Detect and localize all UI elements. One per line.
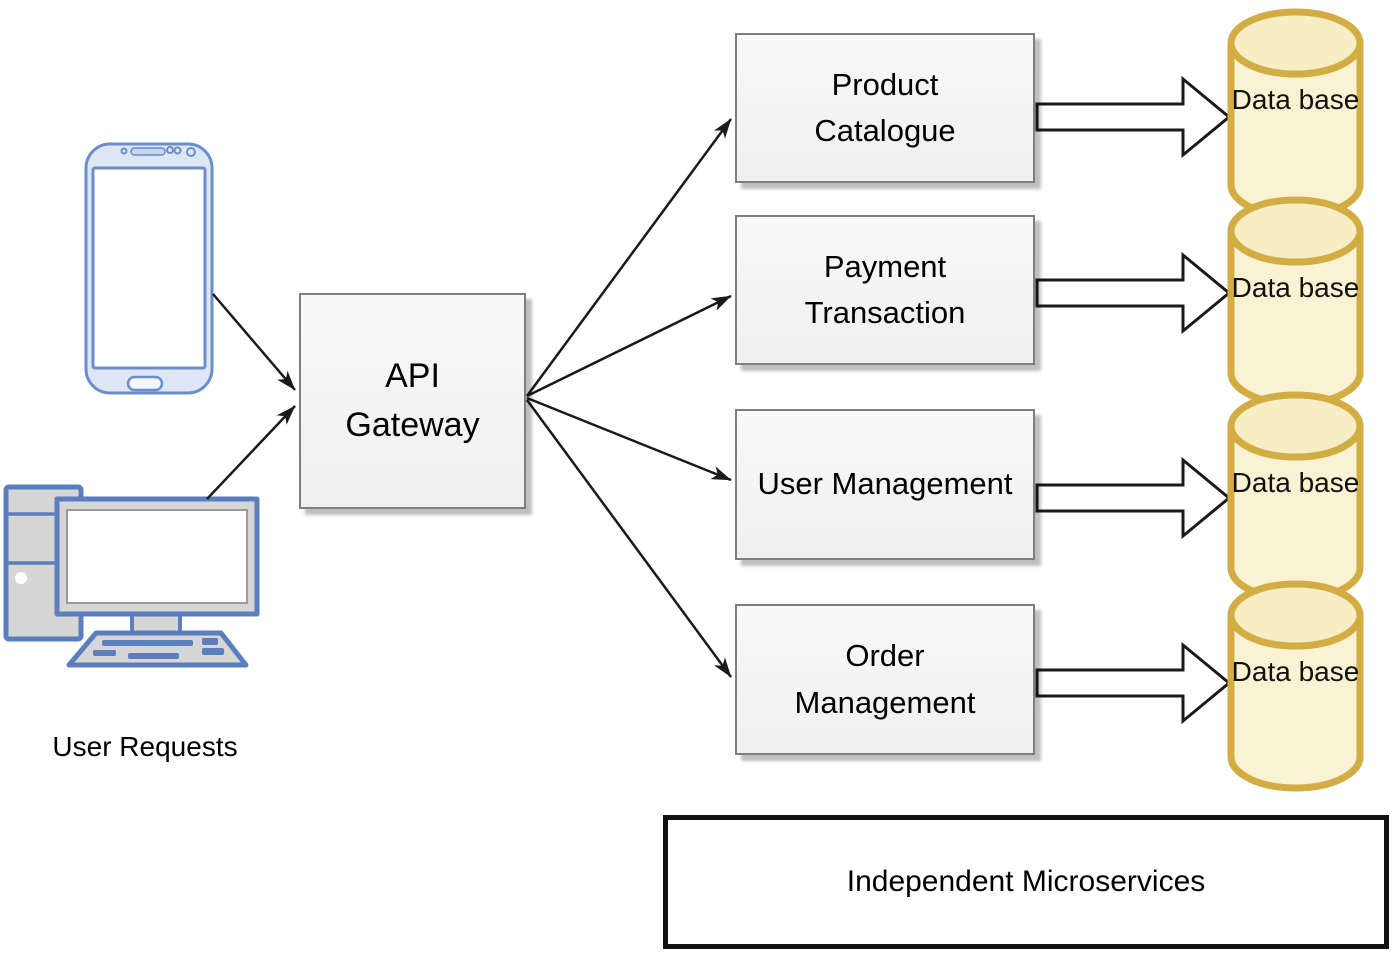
database-label: Data base: [1229, 654, 1362, 689]
desktop-computer-icon: [3, 484, 260, 668]
db-label-line: base: [1298, 272, 1360, 303]
db-label-line: Data: [1231, 272, 1291, 303]
service-box-payment-transaction: Payment Transaction: [735, 215, 1035, 365]
arrow-gateway-to-user-management: [526, 396, 732, 482]
box-label-line: Payment: [823, 248, 947, 284]
service-box-product-catalogue: Product Catalogue: [735, 33, 1035, 183]
block-arrow-product-to-database: [1035, 75, 1232, 159]
api-gateway-box: API Gateway: [299, 293, 526, 509]
db-label-line: base: [1298, 84, 1360, 115]
independent-microservices-box: Independent Microservices: [663, 815, 1389, 949]
block-arrow-user-to-database: [1035, 456, 1232, 540]
block-arrow-order-to-database: [1035, 641, 1232, 725]
database-label: Data base: [1229, 465, 1362, 500]
user-requests-caption: User Requests: [52, 731, 238, 762]
box-label-line: Gateway: [345, 406, 480, 444]
box-label-line: Transaction: [804, 295, 966, 330]
box-label-line: User Management: [757, 466, 1013, 502]
arrow-phone-to-gateway: [212, 293, 296, 391]
arrow-gateway-to-product-catalogue: [525, 118, 733, 397]
service-box-user-management: User Management: [735, 409, 1035, 560]
box-label-line: Management: [794, 684, 976, 720]
db-label-line: base: [1298, 656, 1360, 687]
db-label-line: Data: [1231, 656, 1291, 687]
arrow-gateway-to-order-management: [525, 399, 733, 678]
db-label-line: Data: [1231, 84, 1291, 115]
service-box-order-management: Order Management: [735, 604, 1035, 755]
footer-label: Independent Microservices: [846, 865, 1206, 898]
db-label-line: Data: [1231, 467, 1291, 498]
box-label-line: API: [385, 356, 440, 395]
box-label-line: Product: [831, 66, 939, 102]
arrow-gateway-to-payment-transaction: [526, 294, 732, 398]
database-cylinder-icon: [1227, 196, 1364, 408]
database-label: Data base: [1229, 82, 1362, 117]
smartphone-icon: [84, 142, 214, 395]
database-cylinder-icon: [1227, 580, 1364, 792]
database-label: Data base: [1229, 270, 1362, 305]
box-label-line: Catalogue: [814, 113, 956, 148]
box-label-line: Order: [845, 638, 925, 673]
db-label-line: base: [1298, 467, 1360, 498]
arrow-computer-to-gateway: [206, 405, 296, 500]
block-arrow-payment-to-database: [1035, 251, 1232, 335]
